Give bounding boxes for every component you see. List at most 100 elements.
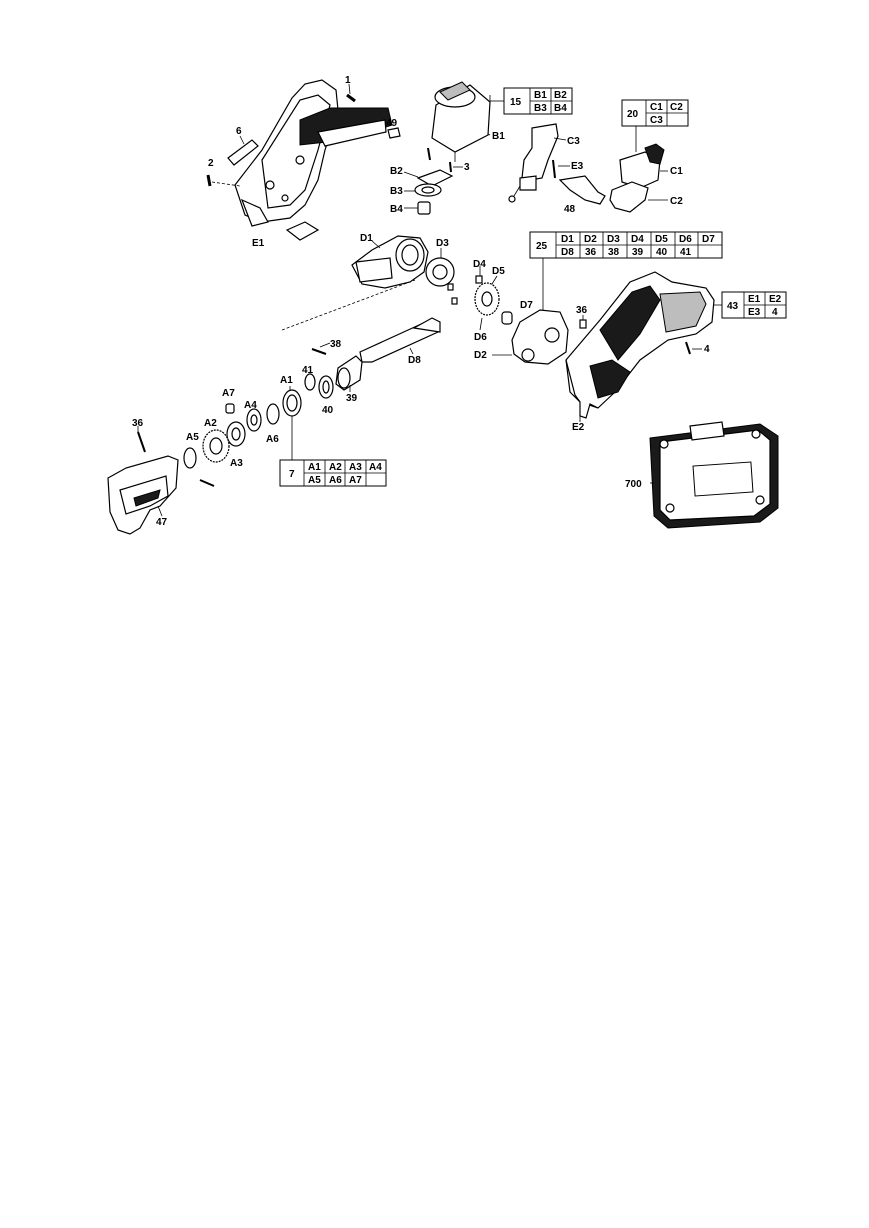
- kit-7-cell: A7: [349, 475, 362, 486]
- screw-motor-left: [427, 147, 431, 161]
- screw-2: [206, 174, 241, 187]
- fan-b2: [403, 169, 454, 187]
- pin-38: [311, 342, 331, 355]
- label-D4: D4: [473, 259, 486, 270]
- screw-36-left: [137, 426, 146, 453]
- label-A5: A5: [186, 432, 199, 443]
- housing-half-e1: [234, 79, 393, 227]
- nameplate: [285, 221, 320, 241]
- collar-a3: [226, 421, 246, 447]
- kit-25-cell: 39: [632, 247, 644, 258]
- label-A3: A3: [230, 458, 243, 469]
- gear-housing-d1: [351, 235, 429, 289]
- label-49: 49: [386, 118, 398, 129]
- kit-25-number: 25: [536, 241, 548, 252]
- kit-43-cell: E1: [748, 294, 761, 305]
- label-A4: A4: [244, 400, 257, 411]
- gear-housing-d2: [492, 309, 569, 365]
- label-3: 3: [464, 162, 470, 173]
- spring-48: [558, 175, 606, 205]
- bearing-b3: [404, 183, 442, 197]
- kit-15-cell: B3: [534, 103, 547, 114]
- kit-box-20: [621, 99, 689, 127]
- bevel-gear-d5: [474, 275, 500, 316]
- label-A6: A6: [266, 434, 279, 445]
- kit-15-number: 15: [510, 97, 522, 108]
- clamp-a7: [225, 403, 235, 414]
- label-E1: E1: [252, 238, 265, 249]
- kit-25-cell: D4: [631, 234, 644, 245]
- motor-b1: [431, 81, 491, 162]
- label-B2: B2: [390, 166, 403, 177]
- kit-7-cell: A4: [369, 462, 382, 473]
- kit-20-number: 20: [627, 109, 639, 120]
- ring-41: [304, 373, 316, 391]
- kit-43-cell: E3: [748, 307, 761, 318]
- label-40: 40: [322, 405, 334, 416]
- part-49: [387, 127, 401, 139]
- kit-15-cell: B4: [554, 103, 567, 114]
- label-C1: C1: [670, 166, 683, 177]
- tool-housing-e2: [565, 271, 722, 422]
- washer-40: [318, 375, 334, 399]
- kit-25-cell: D6: [679, 234, 692, 245]
- trigger-c2: [609, 181, 668, 213]
- label-48: 48: [564, 204, 576, 215]
- kit-25-cell: D3: [607, 234, 620, 245]
- label-A7: A7: [222, 388, 235, 399]
- screw-shoe: [199, 479, 215, 487]
- kit-7-number: 7: [289, 469, 295, 480]
- label-B1: B1: [492, 131, 505, 142]
- kit-7-cell: A3: [349, 462, 362, 473]
- label-D1: D1: [360, 233, 373, 244]
- label-D3: D3: [436, 238, 449, 249]
- label-6: 6: [236, 126, 242, 137]
- label-41: 41: [302, 365, 314, 376]
- label-B3: B3: [390, 186, 403, 197]
- kit-43-cell: 4: [772, 307, 778, 318]
- switch-bracket-c3: [508, 123, 567, 203]
- switch-c1: [619, 120, 668, 189]
- label-1: 1: [345, 75, 351, 86]
- kit-15-cell: B2: [554, 90, 567, 101]
- kit-box-7: [279, 459, 387, 487]
- ring-a6: [266, 403, 280, 425]
- label-D2: D2: [474, 350, 487, 361]
- kit-43-number: 43: [727, 301, 739, 312]
- gear-a2: [202, 429, 230, 463]
- label-D6: D6: [474, 332, 487, 343]
- screws-small: [447, 266, 483, 305]
- kit-25-cell: D1: [561, 234, 574, 245]
- bushing-a4: [246, 408, 262, 432]
- shoe-47: [107, 455, 179, 535]
- label-36-left: 36: [132, 418, 144, 429]
- kit-7-cell: A6: [329, 475, 342, 486]
- label-C3: C3: [567, 136, 580, 147]
- label-A1: A1: [280, 375, 293, 386]
- plunger-d8: [359, 317, 441, 363]
- label-B4: B4: [390, 204, 403, 215]
- pin-e3: [552, 159, 570, 179]
- label-E3: E3: [571, 161, 584, 172]
- label-36-right: 36: [576, 305, 588, 316]
- kit-25-cell: D2: [584, 234, 597, 245]
- kit-7-cell: A5: [308, 475, 321, 486]
- spring-a1: [282, 386, 302, 460]
- kit-25-cell: 40: [656, 247, 668, 258]
- label-700: 700: [625, 479, 642, 490]
- screw-3: [449, 161, 463, 173]
- label-E2: E2: [572, 422, 585, 433]
- kit-7-cell: A2: [329, 462, 342, 473]
- assembly-guide-line: [281, 279, 416, 331]
- screw-1: [346, 83, 356, 103]
- label-C2: C2: [670, 196, 683, 207]
- leader-d6: [479, 317, 483, 331]
- label-39: 39: [346, 393, 358, 404]
- kit-box-43: [721, 291, 787, 319]
- label-D8: D8: [408, 355, 421, 366]
- kit-25-cell: D5: [655, 234, 668, 245]
- bearing-d3: [425, 248, 455, 287]
- label-4: 4: [704, 344, 710, 355]
- kit-7-cell: A1: [308, 462, 321, 473]
